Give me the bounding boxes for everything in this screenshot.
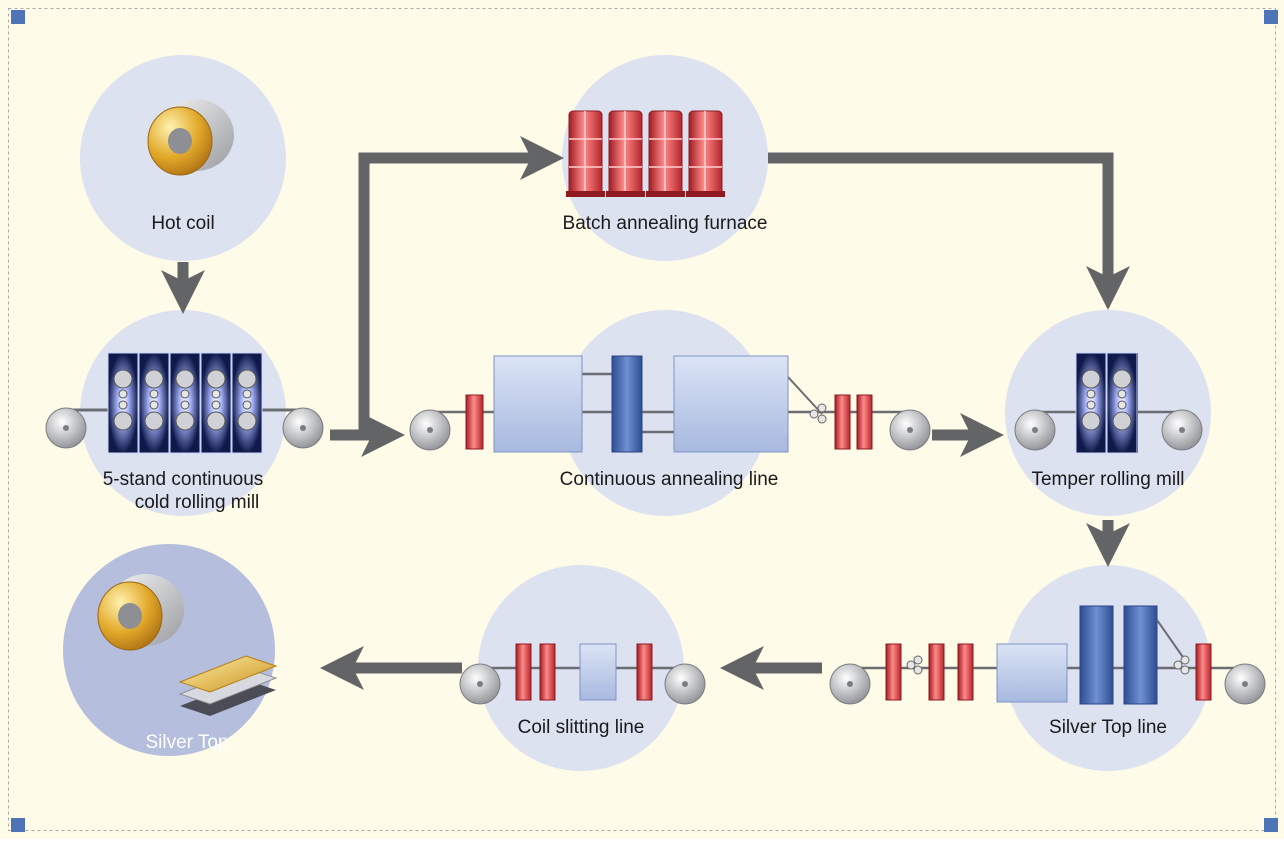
furnace-icon [566,110,726,198]
sheet-stack-icon [178,655,278,716]
flow-arrows [161,136,1130,690]
coil-icon [147,99,234,176]
corner-marker-top-right [1264,10,1278,24]
silver-top-line-equipment [829,605,1266,705]
rolling-stand-icon [107,352,263,454]
corner-marker-bottom-right [1264,818,1278,832]
label-cold-mill-line2: cold rolling mill [135,492,260,513]
label-silver-top: Silver Top [145,732,228,753]
label-coil-slitting: Coil slitting line [518,717,645,738]
corner-marker-bottom-left [11,818,25,832]
silver-top-product-icon [97,574,184,651]
label-hot-coil: Hot coil [151,213,214,234]
label-cold-mill-line1: 5-stand continuous [103,469,264,490]
silver-top-product-circle [63,544,275,756]
label-continuous-annealing: Continuous annealing line [560,469,779,490]
label-temper-mill: Temper rolling mill [1031,469,1184,490]
continuous-annealing-equipment [409,355,931,453]
rolling-stand-icon [1075,352,1138,454]
arrow-cold-to-batch [330,136,564,441]
label-silver-top-line: Silver Top line [1049,717,1167,738]
label-batch-furnace: Batch annealing furnace [563,213,768,234]
arrow-batch-to-temper [768,152,1130,310]
corner-marker-top-left [11,10,25,24]
temper-mill-equipment [1014,352,1203,454]
coil-slitting-equipment [459,643,706,705]
